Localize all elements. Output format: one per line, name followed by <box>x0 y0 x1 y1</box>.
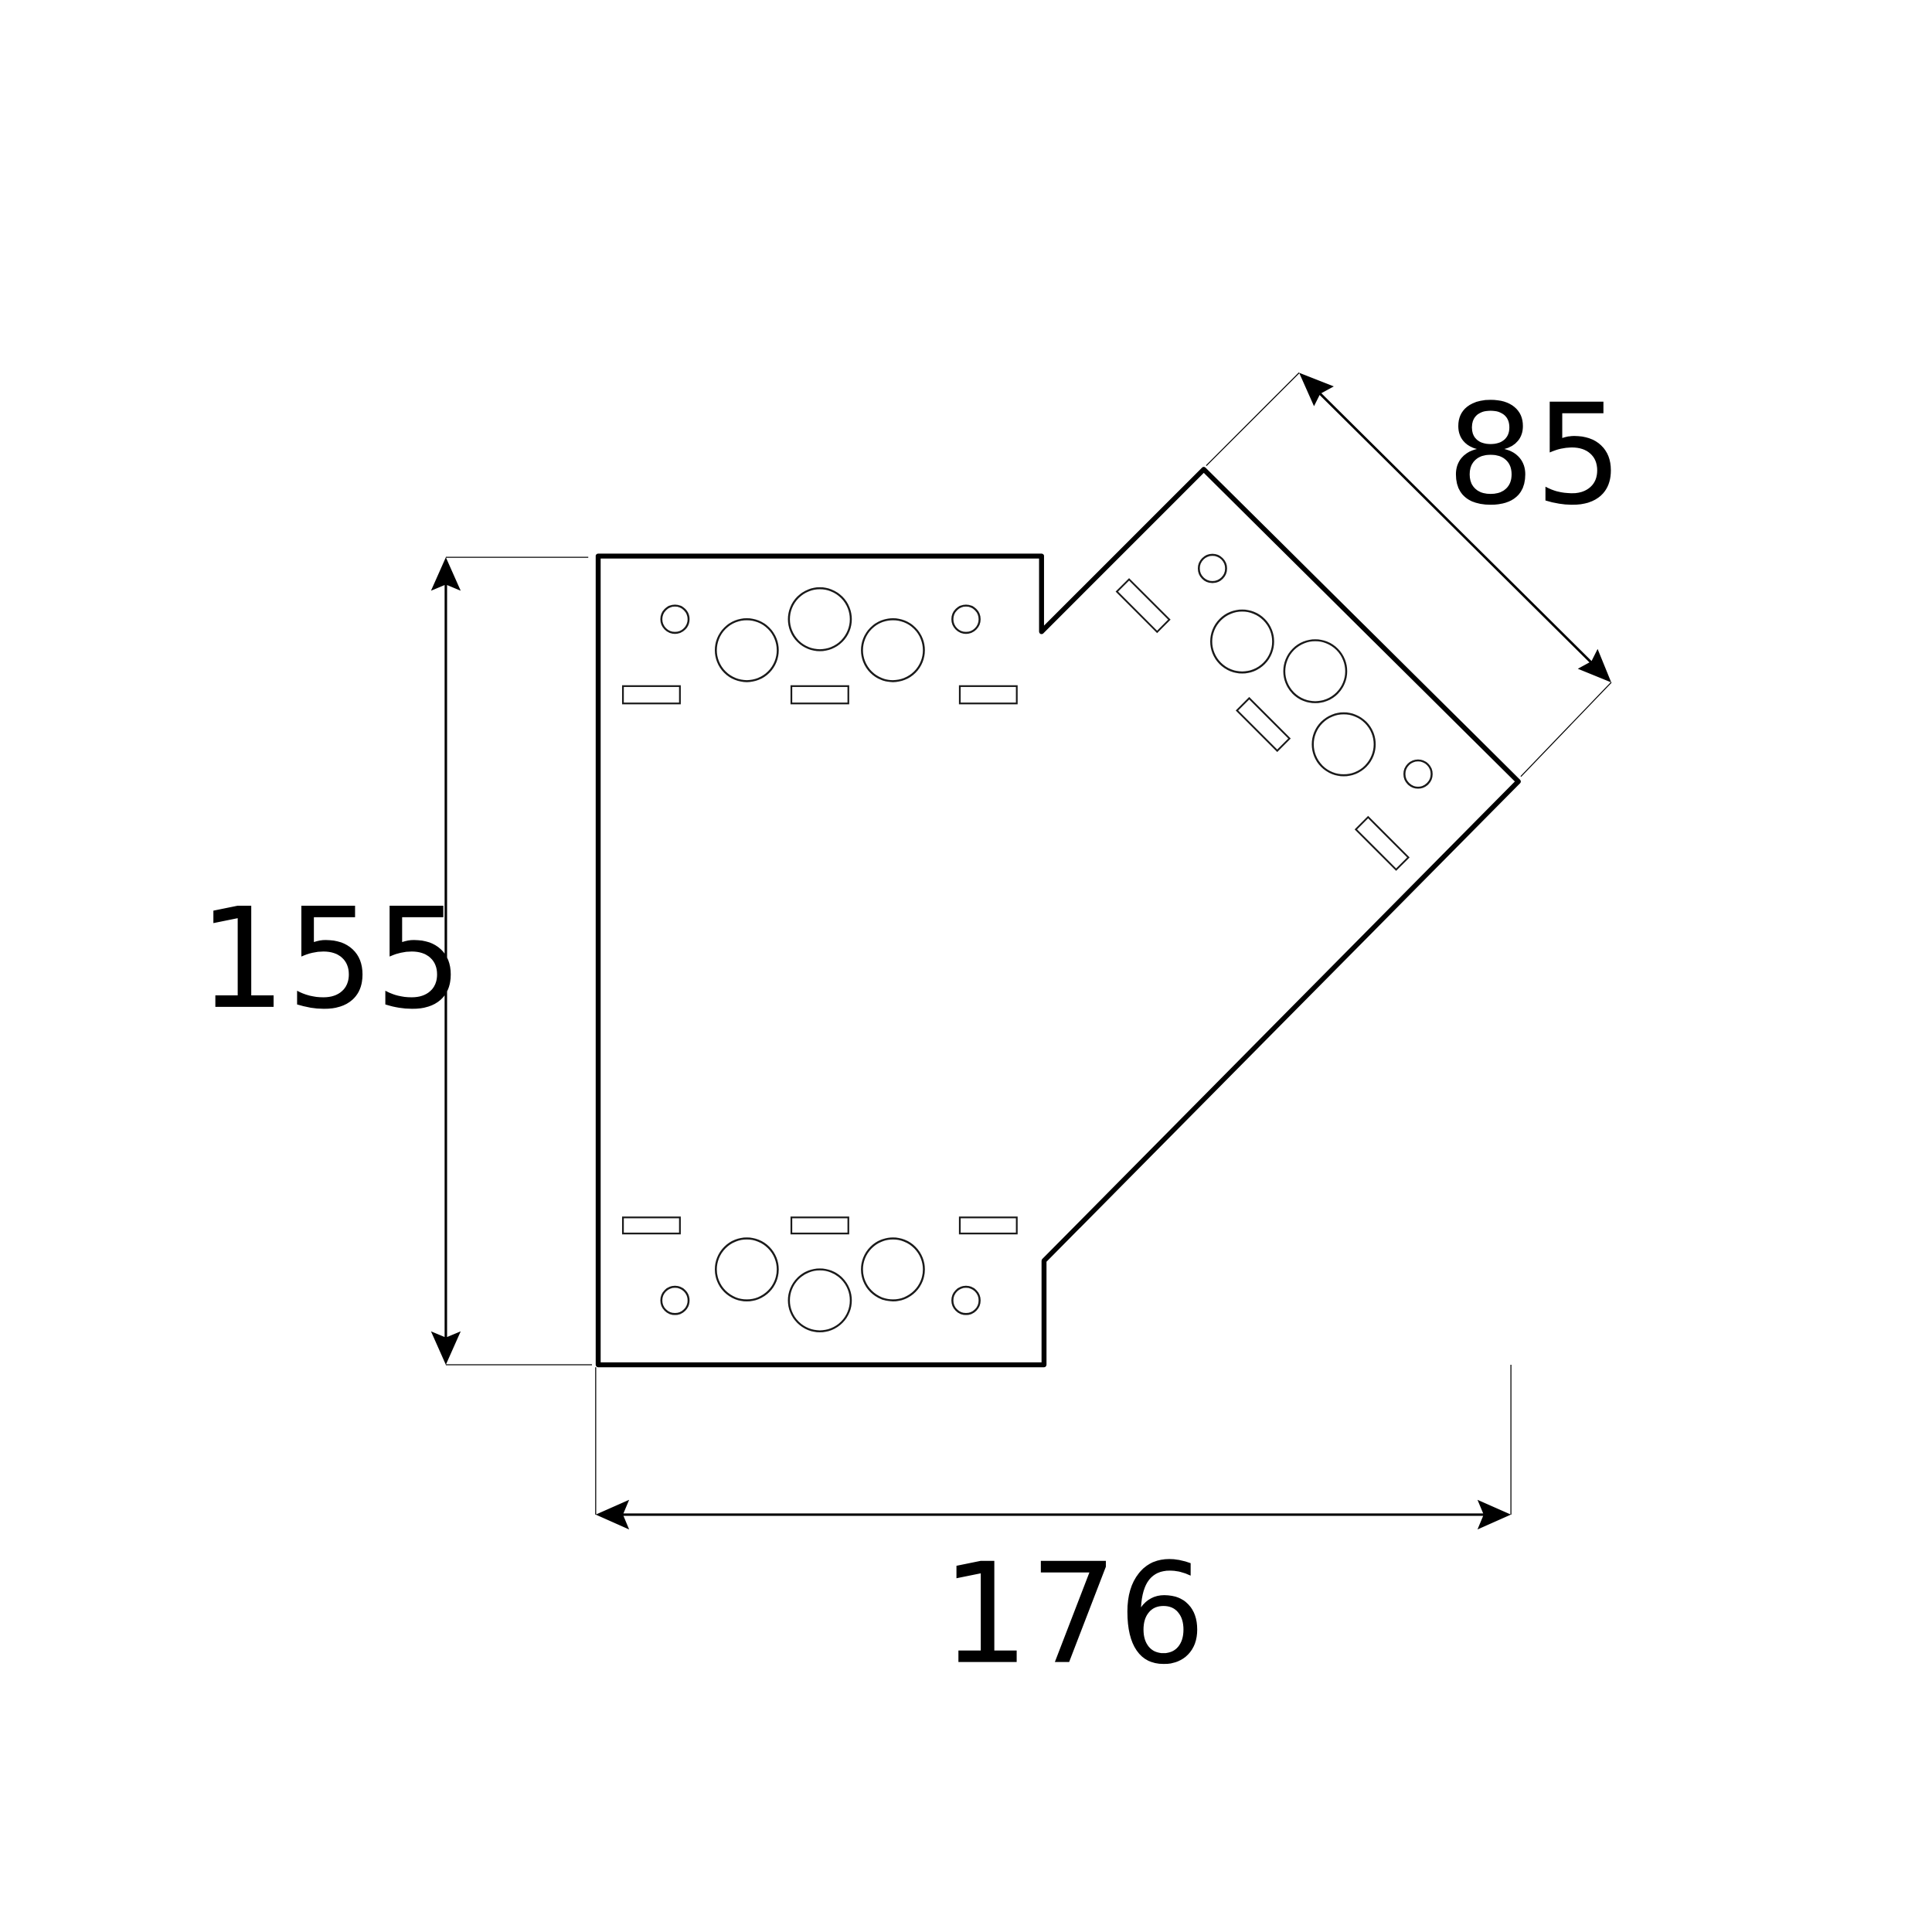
large-hole <box>1210 609 1274 674</box>
large-hole <box>1283 639 1348 703</box>
extension-line <box>1520 682 1612 777</box>
arrowhead-icon <box>430 557 461 591</box>
small-hole <box>951 1285 981 1315</box>
small-hole <box>1403 759 1433 789</box>
small-hole <box>1198 553 1227 583</box>
arrowhead-icon <box>1299 372 1334 406</box>
dimension-line <box>1315 389 1595 666</box>
slot <box>621 1216 681 1235</box>
large-hole <box>787 1268 852 1333</box>
large-hole <box>715 1237 779 1301</box>
slot <box>621 685 681 705</box>
slot <box>790 685 849 705</box>
arrowhead-icon <box>595 1499 630 1530</box>
width-label: 176 <box>941 1534 1206 1696</box>
slot <box>1354 815 1410 871</box>
large-hole <box>715 618 779 682</box>
large-hole <box>1311 712 1376 777</box>
slot <box>1236 696 1291 753</box>
arrowhead-icon <box>1477 1499 1512 1530</box>
large-hole <box>861 1237 925 1301</box>
slot <box>958 685 1018 705</box>
extension-line <box>1206 372 1300 467</box>
large-hole <box>861 618 925 682</box>
arrowhead-icon <box>430 1331 461 1366</box>
height-label: 155 <box>198 879 463 1040</box>
arrowhead-icon <box>1577 648 1611 683</box>
arm-width-label: 85 <box>1447 375 1623 536</box>
top-hole-group <box>621 587 1018 705</box>
small-hole <box>660 1285 690 1315</box>
arm-hole-group <box>1115 553 1433 871</box>
width-dimension: 176 <box>595 1365 1512 1696</box>
slot <box>790 1216 849 1235</box>
small-hole <box>951 604 981 634</box>
arm-width-dimension: 85 <box>1206 372 1623 777</box>
slot <box>1115 578 1171 634</box>
plate-outline <box>595 467 1521 1368</box>
slot <box>958 1216 1018 1235</box>
height-dimension: 155 <box>198 556 593 1366</box>
large-hole <box>787 587 852 651</box>
bottom-hole-group <box>621 1216 1018 1333</box>
small-hole <box>660 604 690 634</box>
